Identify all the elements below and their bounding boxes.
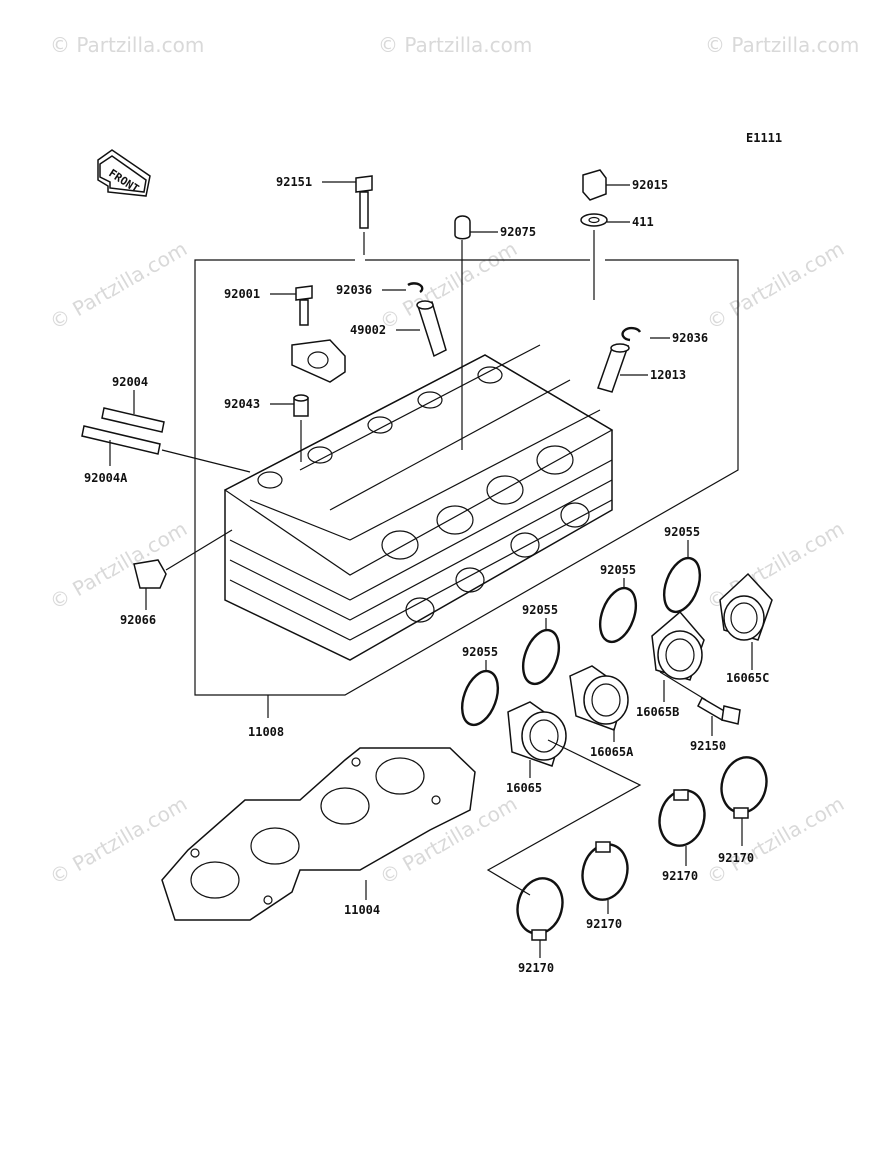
- label-92055-a: 92055: [664, 525, 700, 539]
- cylinder-head: [223, 344, 614, 661]
- head-frame: [194, 259, 739, 696]
- front-arrow-icon: FRONT: [97, 149, 151, 197]
- circlip-92036-b: [621, 326, 642, 342]
- label-12013: 12013: [650, 368, 686, 382]
- plug-92075: [454, 215, 471, 450]
- label-92075: 92075: [500, 225, 536, 239]
- label-16065: 16065: [506, 781, 542, 795]
- watermark: © Partzilla.com: [703, 236, 849, 334]
- watermark: © Partzilla.com: [378, 33, 532, 57]
- label-92151: 92151: [276, 175, 312, 189]
- watermark: © Partzilla.com: [50, 33, 204, 57]
- label-16065B: 16065B: [636, 705, 679, 719]
- label-92004A: 92004A: [84, 471, 128, 485]
- clamp-92170-set: [516, 756, 768, 941]
- label-92055-c: 92055: [522, 603, 558, 617]
- bolt-92150: [659, 671, 741, 725]
- bolt-92001: [295, 285, 313, 326]
- label-11008: 11008: [248, 725, 284, 739]
- label-16065C: 16065C: [726, 671, 769, 685]
- label-92036-b: 92036: [672, 331, 708, 345]
- watermark: © Partzilla.com: [376, 236, 522, 334]
- label-92170-b: 92170: [662, 869, 698, 883]
- watermark: © Partzilla.com: [46, 236, 192, 334]
- label-49002: 49002: [350, 323, 386, 337]
- guide-12013: [597, 343, 630, 393]
- label-92001: 92001: [224, 287, 260, 301]
- label-411: 411: [632, 215, 654, 229]
- label-92150: 92150: [690, 739, 726, 753]
- label-92015: 92015: [632, 178, 668, 192]
- guide-49002: [416, 300, 447, 358]
- label-92004: 92004: [112, 375, 148, 389]
- label-16065A: 16065A: [590, 745, 634, 759]
- cam-cap: [291, 339, 346, 383]
- gasket-11004: [161, 747, 476, 921]
- circlip-92036-a: [407, 282, 424, 293]
- label-92170-d: 92170: [518, 961, 554, 975]
- bracket-92066: [133, 529, 233, 589]
- label-92055-b: 92055: [600, 563, 636, 577]
- label-92170-c: 92170: [586, 917, 622, 931]
- watermark: © Partzilla.com: [703, 791, 849, 889]
- o-ring-92055: [460, 556, 702, 727]
- label-92066: 92066: [120, 613, 156, 627]
- label-92170-a: 92170: [718, 851, 754, 865]
- watermark: © Partzilla.com: [705, 33, 859, 57]
- label-11004: 11004: [344, 903, 380, 917]
- holder-16065-set: [507, 572, 773, 767]
- label-92043: 92043: [224, 397, 260, 411]
- watermark: © Partzilla.com: [46, 516, 192, 614]
- label-92036-a: 92036: [336, 283, 372, 297]
- dowel-92043: [293, 394, 309, 462]
- nut-92015: [580, 169, 608, 300]
- diagram-code: E1111: [746, 131, 782, 145]
- bolt-92151: [355, 175, 373, 255]
- label-92055-d: 92055: [462, 645, 498, 659]
- stud-92004: [81, 407, 251, 473]
